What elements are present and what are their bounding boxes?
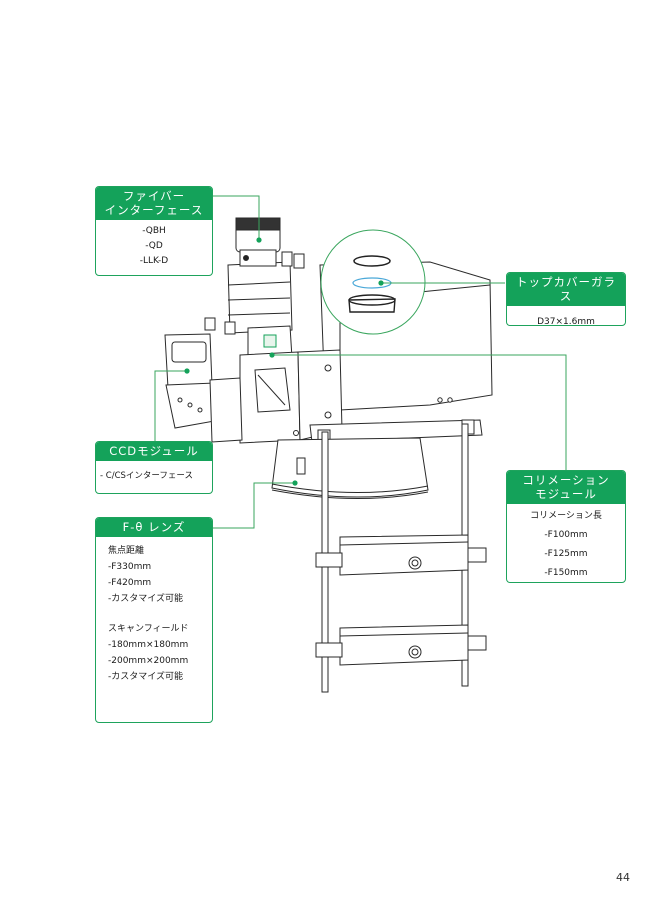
callout-top-cover-glass: トップカバーガラス D37×1.6mm: [506, 272, 626, 326]
callout-ccd-module-body: - C/CSインターフェース: [96, 461, 212, 491]
top-cover-glass-detail: [320, 229, 426, 335]
leader-dots: [184, 237, 384, 486]
callout-fiber-interface-title: ファイバー インターフェース: [96, 187, 212, 220]
mounting-plate: [309, 419, 483, 443]
callout-fiber-interface: ファイバー インターフェース -QBH -QD -LLK-D: [95, 186, 213, 276]
list-item: - C/CSインターフェース: [100, 471, 193, 481]
page-number: 44: [616, 871, 630, 884]
callout-ftheta-lens: F-θ レンズ 焦点距離 -F330mm -F420mm -カスタマイズ可能 ス…: [95, 517, 213, 723]
spacer: [108, 607, 200, 621]
list-item: -カスタマイズ可能: [108, 672, 183, 682]
callout-ftheta-lens-title: F-θ レンズ: [96, 518, 212, 537]
callout-top-cover-glass-body: D37×1.6mm: [507, 306, 625, 326]
callout-ccd-module-title: CCDモジュール: [96, 442, 212, 461]
list-item: -LLK-D: [139, 256, 169, 266]
f-theta-lens: [271, 437, 429, 498]
list-item: -F420mm: [108, 578, 152, 588]
list-item: -QBH: [142, 226, 166, 236]
crossbar-lower: [339, 624, 469, 666]
callout-collimation-module-body: コリメーション長 -F100mm -F125mm -F150mm: [507, 504, 625, 582]
list-item: -180mm×180mm: [108, 640, 189, 650]
scan-field-heading: スキャンフィールド: [108, 624, 189, 634]
callout-collimation-module: コリメーション モジュール コリメーション長 -F100mm -F125mm -…: [506, 470, 626, 583]
collimator-body: [227, 261, 293, 334]
leader-collimation: [272, 354, 567, 470]
list-item: -F330mm: [108, 562, 152, 572]
list-item: -F150mm: [544, 568, 588, 578]
title-line-1: コリメーション: [522, 473, 610, 487]
callout-ftheta-lens-body: 焦点距離 -F330mm -F420mm -カスタマイズ可能 スキャンフィールド…: [96, 537, 212, 691]
list-item: -F125mm: [544, 549, 588, 559]
callout-top-cover-glass-title: トップカバーガラス: [507, 273, 625, 306]
title-line-2: インターフェース: [104, 203, 204, 217]
title-line-1: ファイバー: [122, 189, 186, 203]
leader-ccd: [154, 370, 187, 447]
list-item: -QD: [145, 241, 163, 251]
callout-ccd-module: CCDモジュール - C/CSインターフェース: [95, 441, 213, 494]
crossbar-upper: [339, 534, 469, 576]
callout-fiber-interface-body: -QBH -QD -LLK-D: [96, 220, 212, 273]
focal-length-heading: 焦点距離: [108, 546, 145, 556]
list-item: D37×1.6mm: [537, 317, 595, 326]
leader-ftheta: [212, 482, 295, 529]
list-item: -200mm×200mm: [108, 656, 189, 666]
machine-illustration: [164, 217, 493, 693]
title-line-2: モジュール: [535, 487, 597, 501]
leader-fiber: [212, 195, 260, 240]
callout-collimation-module-title: コリメーション モジュール: [507, 471, 625, 504]
list-item: -F100mm: [544, 530, 588, 540]
callout-subtitle: コリメーション長: [530, 511, 602, 521]
list-item: -カスタマイズ可能: [108, 594, 183, 604]
leader-lines: [154, 195, 567, 529]
